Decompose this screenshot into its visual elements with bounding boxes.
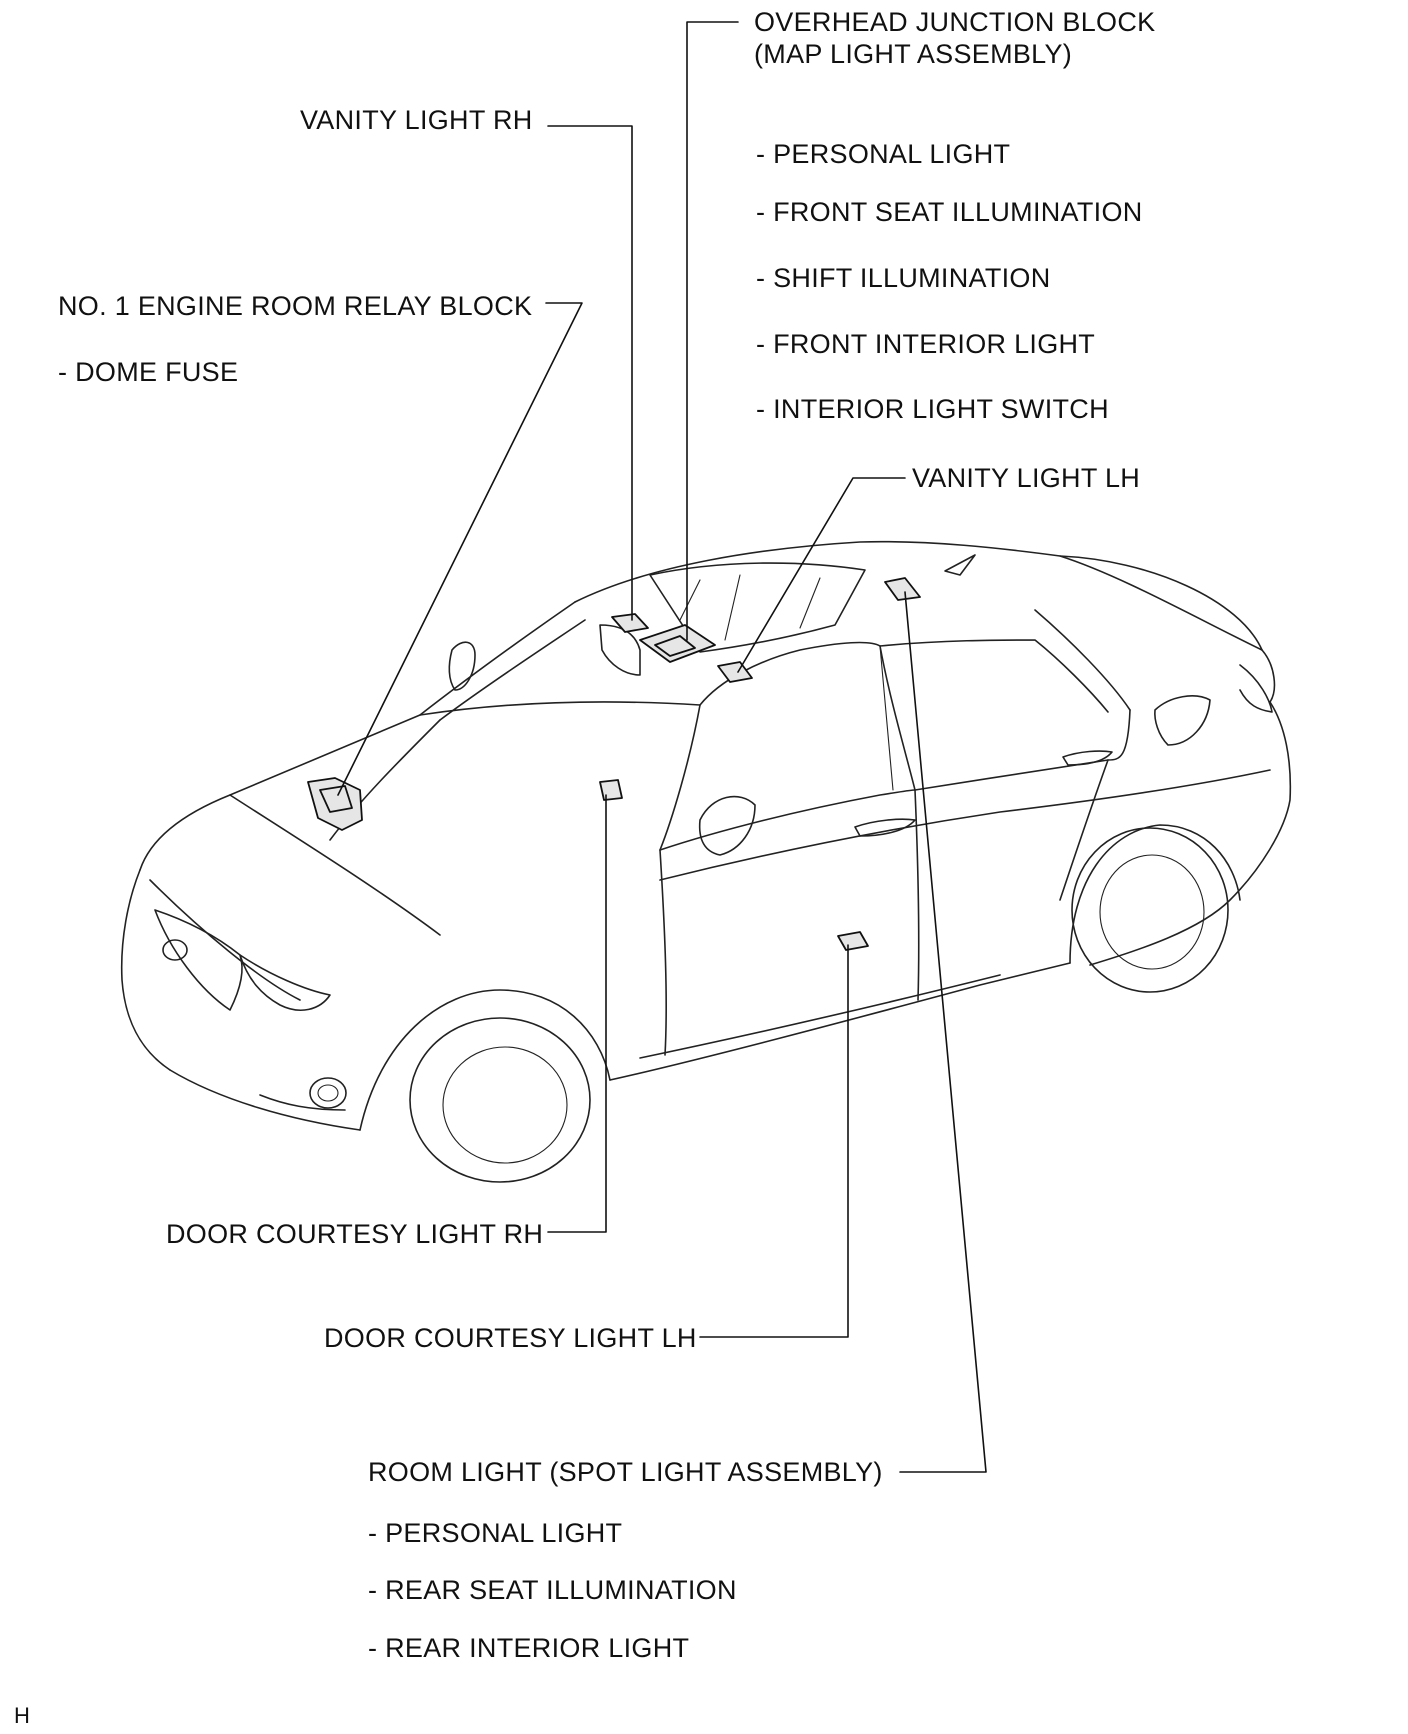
label-room-item-rear-interior-light: - REAR INTERIOR LIGHT [368, 1633, 690, 1663]
label-overhead-item-front-interior-light: - FRONT INTERIOR LIGHT [756, 329, 1096, 359]
leader-door-courtesy-lh [699, 944, 849, 1338]
label-dome-fuse: - DOME FUSE [58, 357, 239, 387]
car-outline [120, 540, 1292, 1183]
leader-door-courtesy-rh [547, 794, 607, 1233]
label-door-courtesy-light-rh: DOOR COURTESY LIGHT RH [166, 1219, 544, 1249]
leader-room-light [899, 591, 987, 1473]
label-room-light: ROOM LIGHT (SPOT LIGHT ASSEMBLY) [368, 1457, 883, 1487]
leader-engine-relay [337, 302, 583, 796]
leader-vanity-lh [737, 477, 906, 673]
label-map-light-assembly: (MAP LIGHT ASSEMBLY) [754, 39, 1073, 69]
label-overhead-item-shift-illumination: - SHIFT ILLUMINATION [756, 263, 1051, 293]
label-room-item-personal-light: - PERSONAL LIGHT [368, 1518, 623, 1548]
label-overhead-item-front-seat-illumination: - FRONT SEAT ILLUMINATION [756, 197, 1143, 227]
label-overhead-item-interior-light-switch: - INTERIOR LIGHT SWITCH [756, 394, 1109, 424]
label-overhead-junction-block: OVERHEAD JUNCTION BLOCK [754, 7, 1156, 37]
leader-lines [337, 21, 987, 1473]
component-parts [307, 577, 921, 951]
label-overhead-item-personal-light: - PERSONAL LIGHT [756, 139, 1011, 169]
leader-overhead-junction [686, 21, 739, 641]
corner-mark: H [14, 1703, 31, 1728]
label-engine-room-relay-block: NO. 1 ENGINE ROOM RELAY BLOCK [58, 291, 533, 321]
label-vanity-light-rh: VANITY LIGHT RH [300, 105, 533, 135]
label-room-item-rear-seat-illumination: - REAR SEAT ILLUMINATION [368, 1575, 737, 1605]
label-door-courtesy-light-lh: DOOR COURTESY LIGHT LH [324, 1323, 697, 1353]
leader-vanity-rh [547, 125, 633, 621]
label-vanity-light-lh: VANITY LIGHT LH [912, 463, 1141, 493]
